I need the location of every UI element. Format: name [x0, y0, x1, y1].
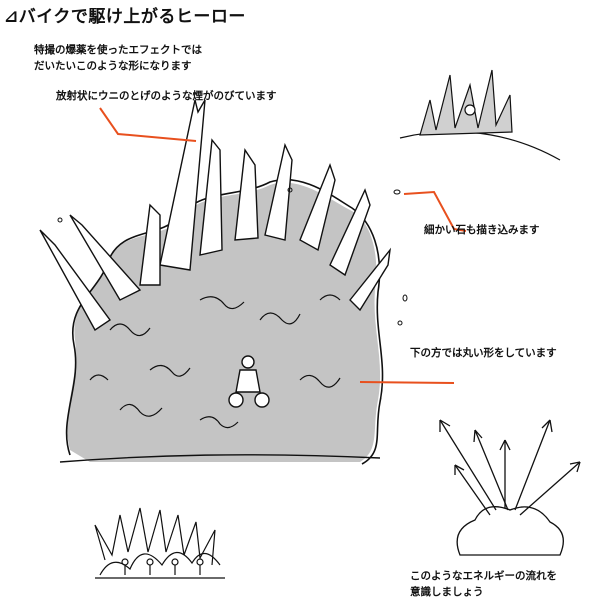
- energy-arrows: [439, 419, 581, 516]
- intro-note-line1: 特撮の爆薬を使ったエフェクトでは: [34, 44, 202, 56]
- main-explosion-smoke: [67, 182, 381, 462]
- smoke-spike: [69, 214, 142, 301]
- energy-note-line2: 意識しましょう: [410, 586, 484, 598]
- radial-smoke-note: 放射状にウニのとげのような煙がのびています: [56, 90, 277, 102]
- page-title: ⊿バイクで駆け上がるヒーロー: [4, 7, 246, 27]
- crowd-figures: [121, 558, 204, 575]
- smoke-spike: [234, 148, 259, 241]
- thumbnail-explosion: [399, 69, 561, 161]
- flying-stones: [57, 187, 408, 326]
- smoke-spike: [159, 99, 206, 271]
- smoke-spike: [329, 188, 371, 277]
- hero-on-bike: [228, 355, 270, 408]
- ground-line: [59, 454, 381, 463]
- energy-flow-diagram: [439, 419, 581, 556]
- smoke-spike: [139, 203, 161, 286]
- crowd-explosion: [94, 507, 225, 579]
- bottom-round-note: 下の方では丸い形をしています: [410, 347, 557, 359]
- main-explosion-outline: [65, 178, 384, 465]
- smoke-spike: [264, 142, 293, 241]
- smoke-spike: [39, 229, 111, 332]
- smoke-spike: [349, 247, 392, 312]
- intro-note-line2: だいたいこのような形になります: [34, 60, 192, 72]
- main-explosion: [39, 99, 392, 465]
- smoke-spike: [199, 138, 223, 256]
- leader-bottom-round: [359, 381, 455, 384]
- leader-radial: [99, 107, 197, 142]
- stones-note: 細かい石も描き込みます: [424, 224, 540, 236]
- leader-lines: [99, 107, 467, 384]
- energy-note-line1: このようなエネルギーの流れを: [410, 570, 557, 582]
- leader-stones: [403, 190, 467, 232]
- smoke-spike: [299, 162, 336, 252]
